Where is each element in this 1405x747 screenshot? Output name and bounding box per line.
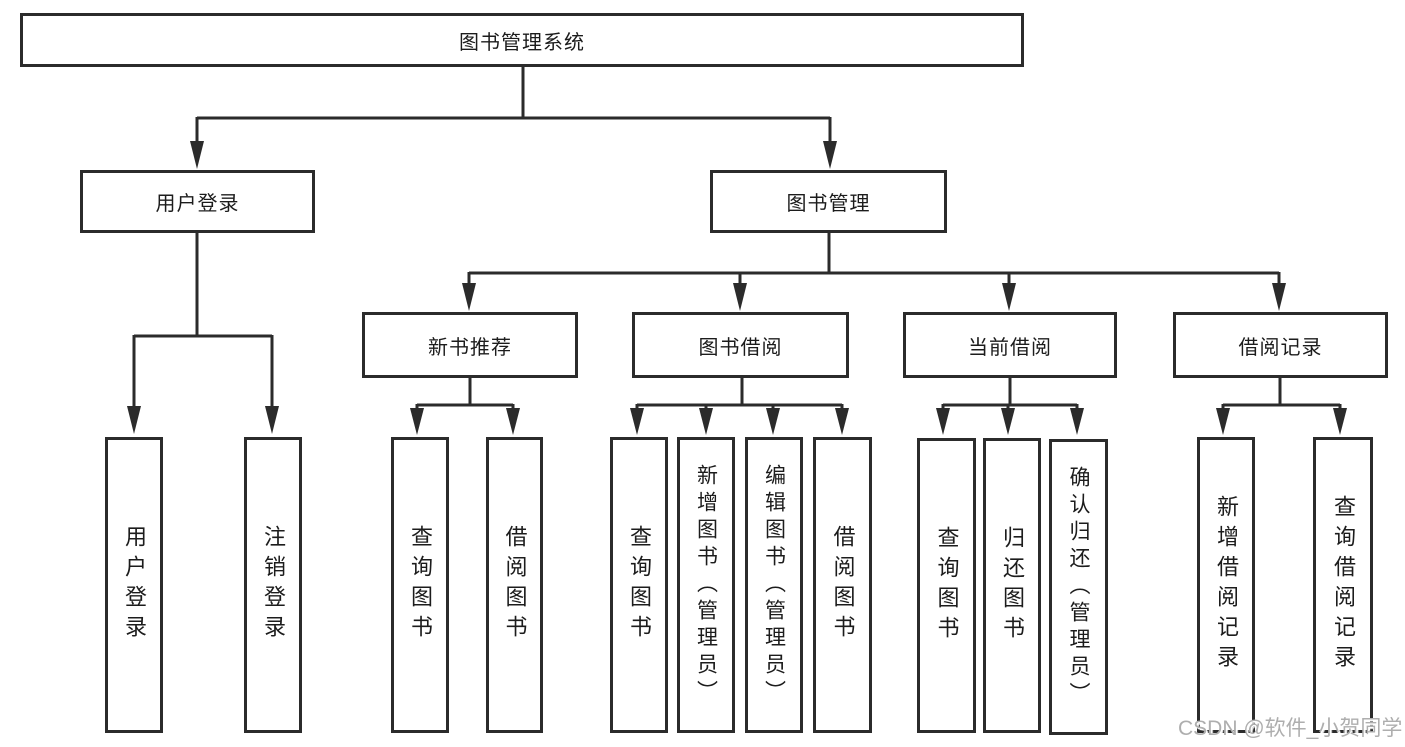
node-book-borrow-label: 图书借阅 xyxy=(698,336,783,359)
leaf-borrow-query: 查询图书 xyxy=(610,437,668,733)
node-borrow-records-label: 借阅记录 xyxy=(1238,336,1323,359)
node-borrow-records: 借阅记录 xyxy=(1173,312,1388,378)
leaf-current-query: 查询图书 xyxy=(917,438,976,733)
leaf-logout: 注销登录 xyxy=(244,437,302,733)
node-current-borrow: 当前借阅 xyxy=(903,312,1117,378)
leaf-borrow-borrow: 借阅图书 xyxy=(813,437,872,733)
node-user-login-label: 用户登录 xyxy=(155,193,240,215)
leaf-records-add: 新增借阅记录 xyxy=(1197,437,1255,733)
leaf-current-confirm-admin: 确认归还（管理员） xyxy=(1049,439,1108,735)
node-root-label: 图书管理系统 xyxy=(459,31,585,54)
node-user-login: 用户登录 xyxy=(80,170,315,233)
node-new-book-recommend: 新书推荐 xyxy=(362,312,578,378)
node-book-borrow: 图书借阅 xyxy=(632,312,849,378)
leaf-records-query: 查询借阅记录 xyxy=(1313,437,1373,733)
node-root: 图书管理系统 xyxy=(20,13,1024,67)
leaf-newbook-borrow: 借阅图书 xyxy=(486,437,543,733)
leaf-borrow-add-admin: 新增图书（管理员） xyxy=(677,437,735,733)
leaf-user-login: 用户登录 xyxy=(105,437,163,733)
node-book-management: 图书管理 xyxy=(710,170,947,233)
leaf-newbook-query: 查询图书 xyxy=(391,437,449,733)
node-new-book-recommend-label: 新书推荐 xyxy=(428,336,512,359)
node-current-borrow-label: 当前借阅 xyxy=(968,336,1052,359)
csdn-watermark: CSDN @软件_小贺同学 xyxy=(1178,717,1403,740)
arrowheads xyxy=(127,141,1347,435)
leaf-current-return: 归还图书 xyxy=(983,438,1041,733)
leaf-borrow-edit-admin: 编辑图书（管理员） xyxy=(745,437,803,733)
node-book-management-label: 图书管理 xyxy=(786,193,871,215)
